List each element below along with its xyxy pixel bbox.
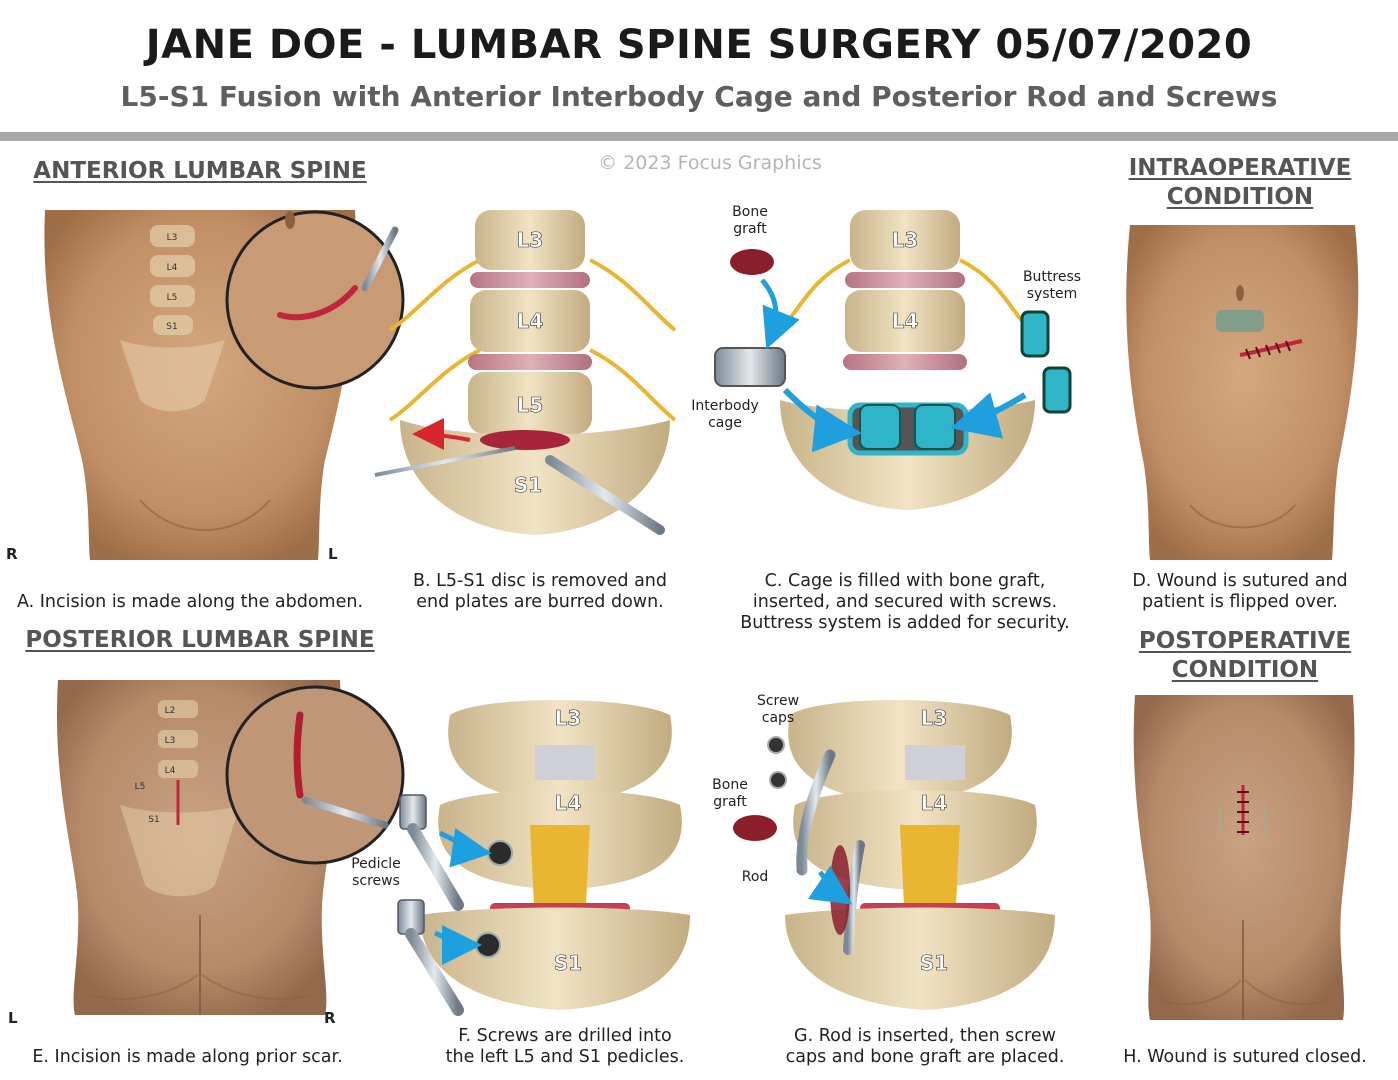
caption-h: H. Wound is sutured closed.: [1123, 1047, 1367, 1067]
e-orientation-left: L: [8, 1009, 18, 1027]
f-label-l3: L3: [555, 706, 582, 730]
heading-anterior: ANTERIOR LUMBAR SPINE: [33, 158, 367, 184]
caption-a: A. Incision is made along the abdomen.: [16, 592, 364, 612]
e-label-s1: S1: [148, 815, 159, 825]
label-bone-graft-g: Bone graft: [712, 777, 748, 810]
b-label-s1: S1: [514, 473, 542, 497]
e-label-l3: L3: [165, 736, 176, 746]
g-label-l4: L4: [921, 791, 948, 815]
page-subtitle: L5-S1 Fusion with Anterior Interbody Cag…: [120, 80, 1278, 113]
a-orientation-left: R: [6, 545, 18, 563]
e-label-l2: L2: [165, 706, 176, 716]
caption-f: F. Screws are drilled into the left L5 a…: [445, 1026, 685, 1067]
page-title: JANE DOE - LUMBAR SPINE SURGERY 05/07/20…: [145, 22, 1253, 68]
heading-posterior: POSTERIOR LUMBAR SPINE: [25, 627, 375, 653]
a-label-l3: L3: [167, 233, 178, 243]
e-orientation-right: R: [324, 1009, 336, 1027]
panel-d-intraoperative-torso: [1126, 225, 1359, 560]
heading-intraoperative: INTRAOPERATIVE CONDITION: [1128, 155, 1352, 210]
g-label-s1: S1: [920, 951, 948, 975]
a-label-l5: L5: [167, 293, 178, 303]
heading-postoperative: POSTOPERATIVE CONDITION: [1138, 628, 1352, 683]
f-label-l4: L4: [555, 791, 582, 815]
label-pedicle-screws: Pedicle screws: [351, 856, 401, 889]
b-label-l4: L4: [517, 309, 544, 333]
header-divider: [0, 132, 1398, 141]
panel-e-posterior-torso: L2 L3 L4 L5 S1: [57, 680, 405, 1015]
c-label-l3: L3: [892, 228, 919, 252]
f-label-s1: S1: [554, 951, 582, 975]
panel-g-rod-insertion: L3 L4 S1: [733, 700, 1055, 1010]
caption-c: C. Cage is filled with bone graft, inser…: [740, 571, 1070, 633]
g-label-l3: L3: [921, 706, 948, 730]
copyright-notice: © 2023 Focus Graphics: [598, 152, 822, 174]
panel-c-cage-insertion: L3 L4: [714, 210, 1072, 510]
label-bone-graft-c: Bone graft: [732, 204, 768, 237]
panel-h-postoperative-torso: [1133, 695, 1355, 1020]
panel-a-anterior-torso: L3 L4 L5 S1: [44, 210, 405, 560]
a-label-l4: L4: [167, 263, 178, 273]
b-label-l3: L3: [517, 228, 544, 252]
caption-b: B. L5-S1 disc is removed and end plates …: [413, 571, 667, 612]
e-label-l4: L4: [165, 766, 176, 776]
label-buttress-system: Buttress system: [1022, 269, 1082, 302]
b-label-l5: L5: [517, 393, 544, 417]
label-interbody-cage: Interbody cage: [691, 398, 759, 431]
label-screw-caps: Screw caps: [756, 693, 800, 726]
e-label-l5: L5: [135, 782, 146, 792]
a-label-s1: S1: [166, 322, 177, 332]
label-rod: Rod: [741, 869, 769, 885]
caption-g: G. Rod is inserted, then screw caps and …: [785, 1026, 1065, 1067]
a-orientation-right: L: [328, 545, 338, 563]
panel-b-disc-removal: L3 L4 L5 S1: [374, 210, 677, 535]
panel-f-pedicle-screws: L3 L4 S1: [397, 700, 690, 1016]
caption-e: E. Incision is made along prior scar.: [32, 1047, 343, 1067]
caption-d: D. Wound is sutured and patient is flipp…: [1132, 571, 1348, 612]
c-label-l4: L4: [892, 309, 919, 333]
